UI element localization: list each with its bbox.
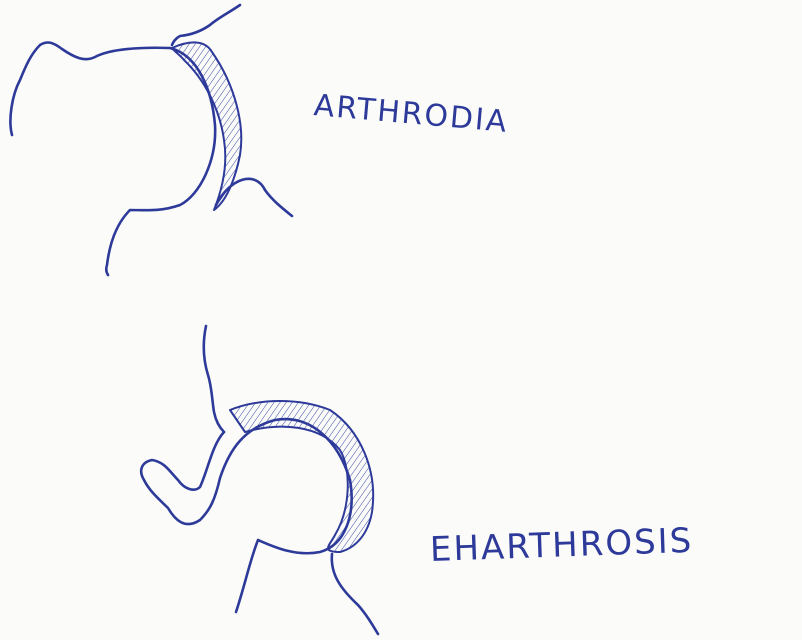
enarthrosis-cartilage	[230, 401, 373, 552]
arthrodia-sketch	[10, 5, 292, 275]
enarthrosis-sketch	[141, 326, 378, 634]
arthrodia-socket-bone	[172, 5, 240, 45]
enarthrosis-lower-bone	[332, 554, 378, 634]
enarthrosis-head-outline	[141, 419, 351, 612]
arthrodia-head-outline	[10, 42, 215, 275]
enarthrosis-socket-bone	[204, 326, 224, 432]
